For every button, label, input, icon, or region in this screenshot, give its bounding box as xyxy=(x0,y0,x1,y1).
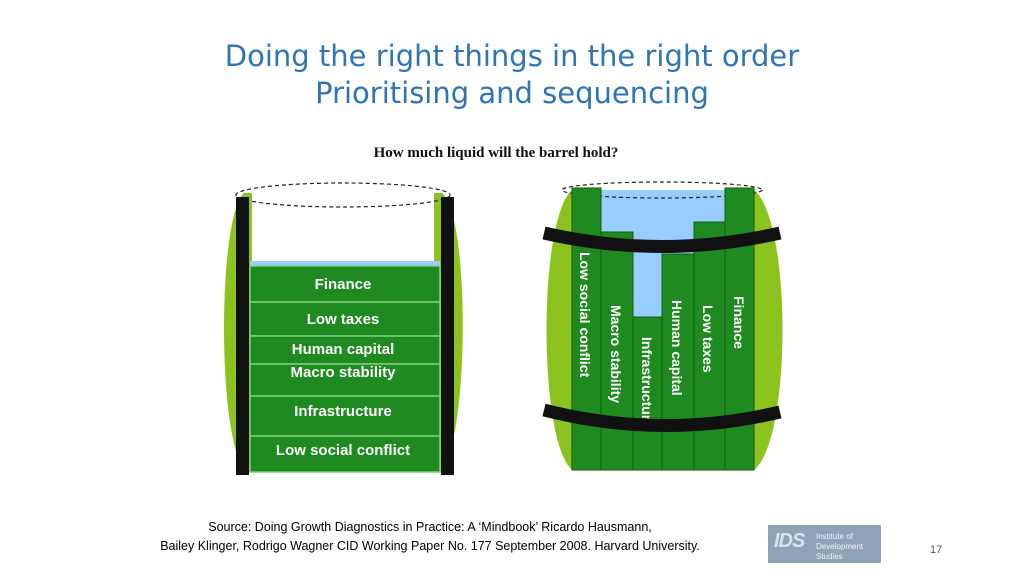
right-label-low-social-conflict: Low social conflict xyxy=(577,252,593,378)
left-label-low-taxes: Low taxes xyxy=(307,311,380,328)
slide-title: Doing the right things in the right orde… xyxy=(0,38,1024,112)
left-stave-low-social-conflict xyxy=(249,435,441,473)
right-barrel-hoop-bottom xyxy=(542,403,782,432)
left-stave-infrastructure xyxy=(249,395,441,437)
title-line-2: Prioritising and sequencing xyxy=(315,76,709,110)
right-stave-infrastructure xyxy=(632,316,663,471)
ids-logo: IDS Institute of Development Studies xyxy=(768,525,881,563)
right-label-macro-stability: Macro stability xyxy=(608,305,624,403)
left-label-finance: Finance xyxy=(315,276,372,293)
diagram-heading: How much liquid will the barrel hold? xyxy=(374,145,619,161)
right-barrel-side-left xyxy=(546,190,572,470)
right-label-human-capital: Human capital xyxy=(669,300,685,396)
left-stave-human-capital xyxy=(249,335,441,365)
ids-logo-mark: IDS xyxy=(774,530,805,552)
right-barrel-hoop-top xyxy=(542,226,782,253)
left-label-human-capital: Human capital xyxy=(292,341,395,358)
left-barrel-staves xyxy=(249,265,441,473)
source-line-2: Bailey Klinger, Rodrigo Wagner CID Worki… xyxy=(160,539,700,553)
left-barrel: Finance Low taxes Human capital Macro st… xyxy=(224,182,463,475)
ids-logo-name: Institute of Development Studies xyxy=(816,532,864,561)
right-label-finance: Finance xyxy=(731,296,747,349)
right-stave-human-capital xyxy=(661,253,695,471)
right-barrel-rim xyxy=(561,181,763,199)
source-line-1: Source: Doing Growth Diagnostics in Prac… xyxy=(208,520,652,534)
title-line-1: Doing the right things in the right orde… xyxy=(224,39,800,73)
left-label-infrastructure: Infrastructure xyxy=(294,403,392,420)
source-citation: Source: Doing Growth Diagnostics in Prac… xyxy=(120,518,740,556)
right-label-low-taxes: Low taxes xyxy=(700,305,716,373)
left-label-macro-stability: Macro stability xyxy=(290,364,396,381)
left-label-low-social-conflict: Low social conflict xyxy=(276,442,410,459)
right-barrel-side-right xyxy=(754,190,783,470)
right-label-infrastructure: Infrastructure xyxy=(639,337,655,428)
left-stave-macro-stability xyxy=(249,363,441,397)
left-barrel-hoop-right xyxy=(441,197,454,475)
left-barrel-rim xyxy=(235,182,451,208)
right-barrel: Low social conflict Macro stability Infr… xyxy=(542,181,783,471)
left-barrel-liquid xyxy=(250,261,440,267)
left-barrel-hoop-left xyxy=(236,197,249,475)
page-number: 17 xyxy=(930,544,943,556)
